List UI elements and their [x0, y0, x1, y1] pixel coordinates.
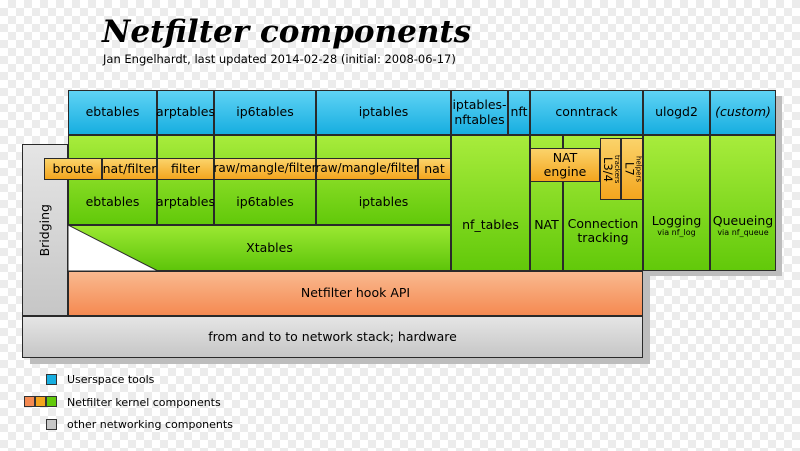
kernel-nf-tables: nf_tables: [451, 135, 530, 271]
legend-swatch-orange: [35, 396, 46, 407]
legend-other: other networking components: [67, 418, 233, 431]
netfilter-hook-api: Netfilter hook API: [68, 271, 643, 316]
l34-trackers-main: L3/4: [600, 156, 615, 182]
l34-trackers: L3/4 trackers: [600, 138, 621, 200]
kernel-logging-label: Logging: [651, 213, 702, 229]
userspace-iptables-nftables-label: iptables- nftables: [452, 97, 507, 127]
kernel-iptables-label: iptables: [358, 193, 409, 209]
table-nat-filter: nat/filter: [102, 158, 157, 180]
network-stack-label: from and to to network stack; hardware: [208, 328, 457, 344]
legend-swatch-other: [46, 419, 57, 430]
table-raw-mangle-filter-4-label: raw/mangle/filter: [315, 161, 419, 176]
userspace-arptables-label: arptables: [156, 104, 215, 119]
userspace-arptables: arptables: [156, 90, 215, 135]
legend-kernel: Netfilter kernel components: [67, 396, 221, 409]
nat-engine-label: NAT engine: [543, 149, 587, 179]
legend-swatch-userspace: [46, 374, 57, 385]
kernel-ip6tables-label: ip6tables: [236, 193, 294, 209]
legend-userspace: Userspace tools: [67, 373, 155, 386]
table-nat: nat: [418, 158, 451, 180]
xtables-wedge: [68, 225, 159, 271]
kernel-nf-tables-label: nf_tables: [462, 216, 519, 232]
kernel-logging: Logging via nf_log: [643, 135, 710, 271]
userspace-nft: nft: [508, 90, 530, 135]
kernel-connection-tracking-label: Connection tracking: [567, 215, 639, 245]
l34-trackers-sub: trackers: [612, 154, 621, 184]
table-raw-mangle-filter-4: raw/mangle/filter: [315, 158, 419, 180]
kernel-queueing-label: Queueing: [712, 213, 774, 229]
legend-swatch-green: [46, 396, 57, 407]
table-broute: broute: [44, 158, 102, 180]
table-nat-label: nat: [424, 160, 445, 176]
userspace-ebtables-label: ebtables: [85, 104, 140, 120]
userspace-custom-label: (custom): [715, 104, 771, 120]
userspace-ip6tables-label: ip6tables: [236, 104, 294, 120]
l7-helpers: L7 helpers: [621, 138, 643, 200]
kernel-arptables: arptables: [156, 135, 215, 225]
network-stack: from and to to network stack; hardware: [22, 316, 643, 358]
netfilter-hook-api-label: Netfilter hook API: [300, 285, 411, 301]
userspace-conntrack: conntrack: [530, 90, 643, 135]
kernel-queueing: Queueing via nf_queue: [710, 135, 776, 271]
l7-helpers-sub: helpers: [634, 156, 643, 182]
kernel-logging-via: via nf_log: [657, 227, 696, 237]
kernel-iptables: iptables: [316, 135, 451, 225]
kernel-xtables-label: Xtables: [246, 239, 293, 255]
table-filter: filter: [157, 158, 214, 180]
table-raw-mangle-filter-6: raw/mangle/filter: [213, 158, 317, 180]
table-filter-label: filter: [170, 160, 201, 176]
table-nat-filter-label: nat/filter: [102, 160, 157, 176]
userspace-iptables-label: iptables: [358, 104, 409, 120]
kernel-arptables-label: arptables: [156, 193, 215, 209]
diagram-subtitle: Jan Engelhardt, last updated 2014-02-28 …: [103, 52, 456, 66]
l7-helpers-main: L7: [622, 162, 637, 176]
userspace-nft-label: nft: [510, 104, 528, 120]
userspace-ip6tables: ip6tables: [214, 90, 316, 135]
legend-swatch-salmon: [24, 396, 35, 407]
userspace-iptables: iptables: [316, 90, 451, 135]
kernel-queueing-via: via nf_queue: [717, 227, 769, 237]
nat-engine: NAT engine: [530, 148, 600, 182]
kernel-ebtables-label: ebtables: [85, 193, 140, 209]
userspace-conntrack-label: conntrack: [555, 104, 618, 120]
table-raw-mangle-filter-6-label: raw/mangle/filter: [213, 161, 317, 176]
userspace-ebtables: ebtables: [68, 90, 157, 135]
kernel-ip6tables: ip6tables: [214, 135, 316, 225]
userspace-ulogd2-label: ulogd2: [655, 104, 698, 120]
userspace-ulogd2: ulogd2: [643, 90, 710, 135]
userspace-iptables-nftables: iptables- nftables: [451, 90, 508, 135]
table-broute-label: broute: [52, 160, 94, 176]
userspace-custom: (custom): [710, 90, 776, 135]
diagram-title: Netfilter components: [102, 14, 472, 50]
kernel-nat-label: NAT: [534, 216, 559, 232]
bridging-label: Bridging: [36, 203, 52, 257]
kernel-ebtables: ebtables: [68, 135, 157, 225]
